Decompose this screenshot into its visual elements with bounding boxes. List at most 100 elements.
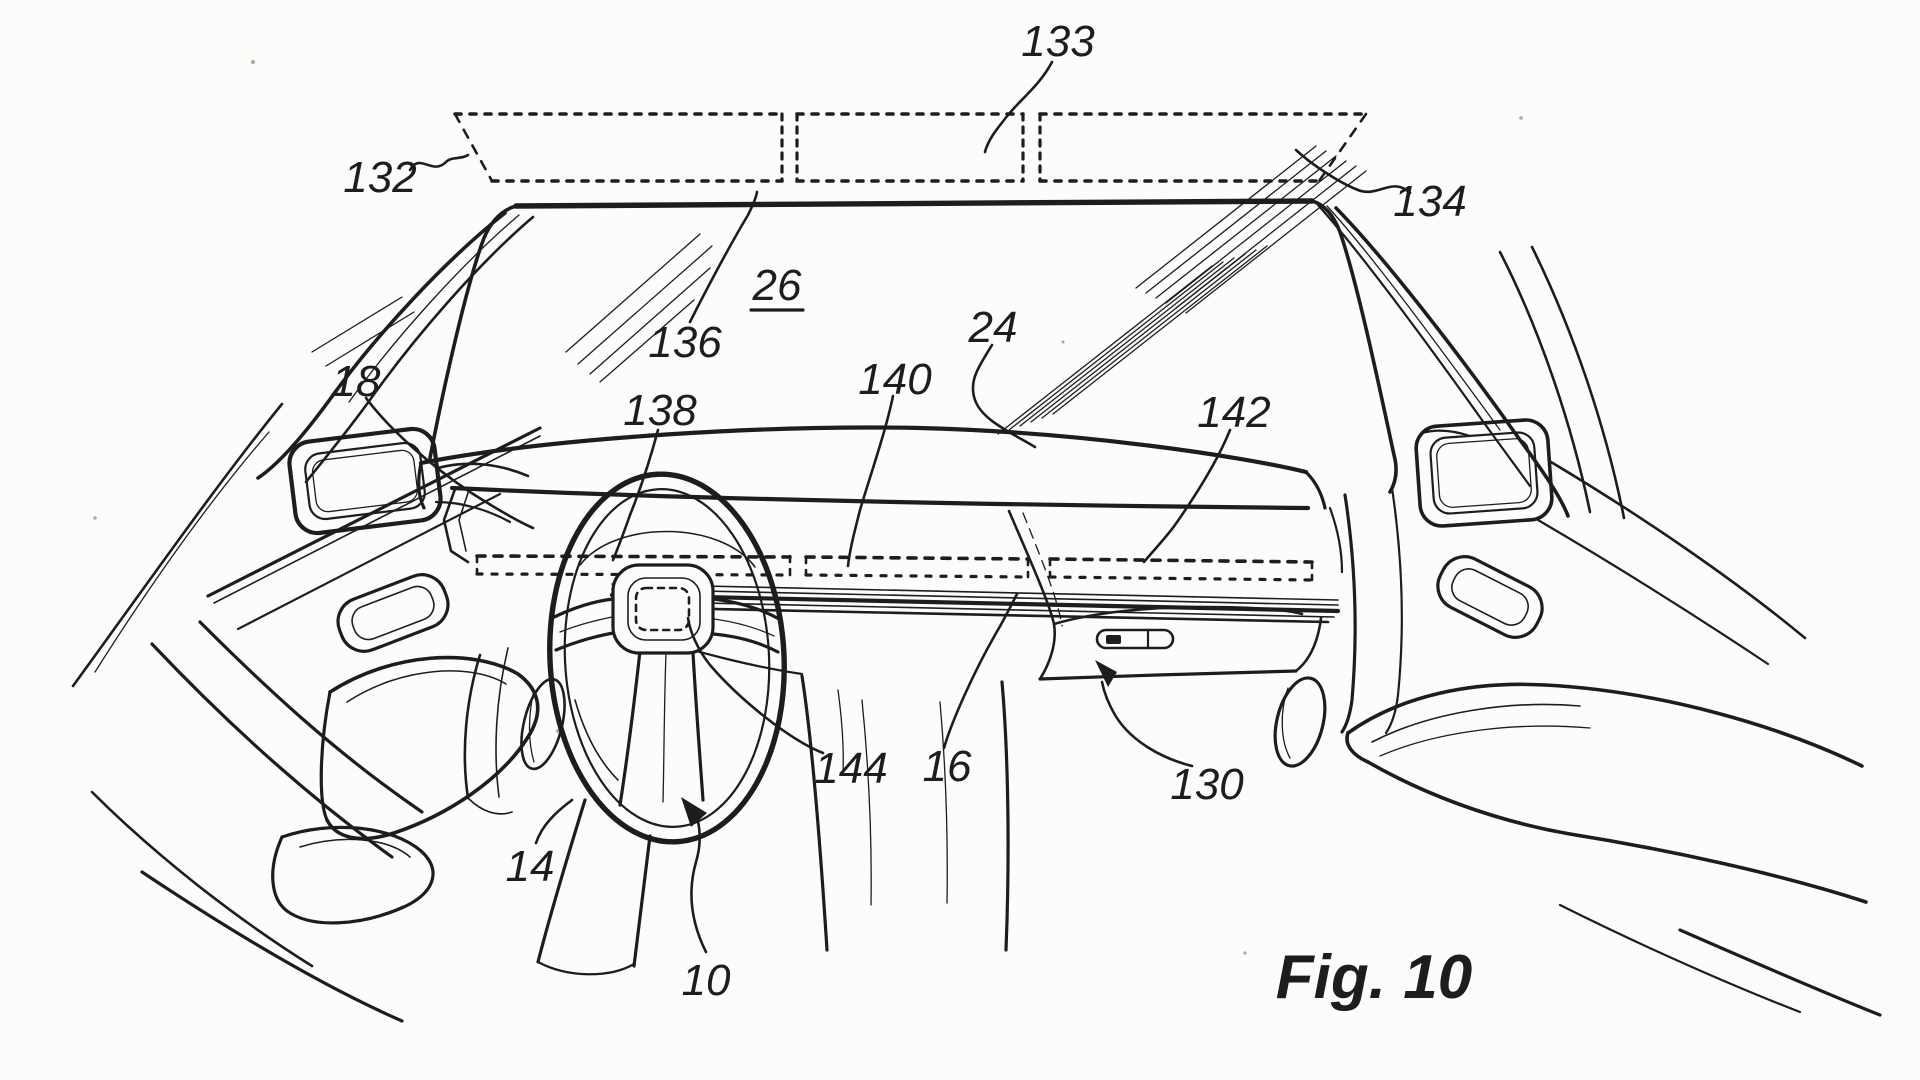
left-door-pull-stroke bbox=[299, 838, 411, 858]
ref-label-138: 138 bbox=[623, 386, 697, 435]
leader-24 bbox=[971, 343, 1037, 449]
paper-specks-stroke bbox=[93, 516, 97, 520]
center-console-stroke bbox=[861, 699, 872, 906]
center-console-stroke bbox=[1000, 680, 1010, 952]
wheel-spokes-stroke bbox=[713, 618, 775, 637]
windshield-reflection-hatching-left-stroke bbox=[565, 233, 701, 353]
windshield-reflection-hatching-left-stroke bbox=[599, 299, 695, 383]
right-door-handle-pocket bbox=[1436, 555, 1544, 639]
leader-arrow-10-stroke bbox=[690, 810, 708, 954]
dashboard-left-end-cap bbox=[442, 487, 470, 564]
right-a-pillar-stroke bbox=[1530, 245, 1626, 520]
windshield-reflection-hatching-left-stroke bbox=[577, 245, 713, 365]
leader-14 bbox=[534, 798, 574, 845]
right-door-armrest bbox=[1345, 682, 1868, 904]
left-door-armrest-stroke bbox=[319, 690, 332, 822]
right-door-pull-oval-stroke bbox=[1281, 687, 1291, 759]
dashboard-display-strip bbox=[475, 554, 1314, 582]
leader-134 bbox=[1294, 148, 1412, 195]
right-door-stroke bbox=[1558, 903, 1802, 1014]
right-door-sill-line bbox=[1549, 460, 1807, 640]
dashboard-stroke bbox=[1304, 470, 1327, 510]
wheel-spokes bbox=[550, 597, 783, 807]
left-door-handle-pocket bbox=[336, 573, 450, 653]
wheel-hub bbox=[611, 563, 715, 655]
left-door-pull-stroke bbox=[271, 835, 435, 925]
windshield-top-edge bbox=[513, 198, 1315, 209]
left-door-armrest-stroke bbox=[346, 670, 507, 703]
glovebox-stroke bbox=[1294, 616, 1323, 673]
windshield-reflection-hatching-right-stroke bbox=[1185, 170, 1367, 314]
left-door-stroke bbox=[94, 431, 270, 673]
right-door-front-edge bbox=[1340, 493, 1357, 734]
ref-label-142: 142 bbox=[1197, 388, 1270, 437]
left-door-stroke bbox=[198, 620, 424, 814]
windshield-reflection-hatching-center-stroke bbox=[997, 265, 1213, 435]
glovebox-stroke bbox=[1022, 512, 1063, 627]
windshield-bottom-edge bbox=[449, 485, 1311, 511]
windshield-reflection-hatching-left bbox=[565, 233, 713, 383]
display-strip-segment-center-stroke bbox=[804, 555, 1030, 561]
left-a-pillar bbox=[256, 211, 535, 484]
display-strip-segment-right-stroke bbox=[1048, 575, 1314, 582]
paper-specks-stroke bbox=[1243, 951, 1247, 955]
right-a-pillar-stroke bbox=[1334, 206, 1570, 518]
leader-arrow-130-stroke bbox=[1095, 660, 1117, 687]
right-door-handle-pocket-stroke bbox=[1451, 568, 1529, 626]
windshield-reflection-hatching-center-stroke bbox=[1041, 249, 1257, 419]
wheel-spokes-stroke bbox=[554, 631, 615, 652]
ref-label-24: 24 bbox=[968, 303, 1018, 352]
right-a-pillar-stroke bbox=[1498, 250, 1592, 514]
windshield-reflection-hatching-right-stroke bbox=[1145, 150, 1327, 294]
right-door-stroke bbox=[1328, 506, 1344, 574]
steering-column-stroke bbox=[536, 798, 587, 964]
right-door-armrest-stroke bbox=[1366, 760, 1868, 904]
windshield-reflection-hatching-right bbox=[1135, 145, 1367, 314]
left-door-window-edge bbox=[71, 402, 284, 688]
ref-label-144: 144 bbox=[814, 744, 887, 793]
wheel-spokes-stroke bbox=[550, 597, 615, 620]
wheel-spokes-stroke bbox=[691, 651, 705, 802]
left-door-handle-pocket-stroke bbox=[351, 585, 435, 641]
leader-lines bbox=[364, 60, 1412, 954]
leader-18 bbox=[364, 396, 535, 530]
left-mirror-glass bbox=[311, 449, 419, 513]
left-door-armrest-stroke bbox=[325, 735, 530, 841]
dashboard-left-end-cap-stroke bbox=[442, 487, 470, 564]
left-a-pillar-stroke bbox=[256, 211, 507, 480]
left-a-pillar-stroke bbox=[304, 215, 535, 484]
ref-label-10: 10 bbox=[682, 956, 731, 1005]
dashboard-stroke bbox=[417, 461, 426, 510]
left-mirror-inner-frame bbox=[304, 441, 426, 521]
windshield-reflection-hatching-center bbox=[997, 245, 1268, 435]
windshield-right-edge bbox=[1310, 199, 1398, 494]
left-door-stroke bbox=[140, 870, 404, 1023]
glovebox-stroke bbox=[1038, 669, 1298, 681]
steering-wheel-stroke bbox=[579, 530, 756, 568]
leader-144 bbox=[686, 616, 825, 755]
center-console-stroke bbox=[939, 701, 948, 904]
left-door-stroke bbox=[150, 642, 394, 859]
windshield-reflection-hatching-right-stroke bbox=[1135, 145, 1317, 289]
leader-16 bbox=[942, 592, 1019, 750]
wheel-spokes-stroke bbox=[711, 632, 780, 654]
steering-wheel-stroke bbox=[574, 699, 619, 781]
leader-138 bbox=[611, 428, 660, 562]
right-door-armrest-stroke bbox=[1371, 703, 1581, 743]
right-door-armrest-stroke bbox=[1379, 725, 1591, 757]
windshield-reflection-hatching-center-stroke bbox=[1019, 257, 1235, 427]
glovebox-handle-stroke bbox=[1095, 628, 1175, 650]
left-door-pull-stroke bbox=[280, 825, 423, 853]
driver-knee-panel-stroke bbox=[467, 797, 513, 815]
wheel-spokes-stroke bbox=[711, 597, 783, 622]
ref-label-130: 130 bbox=[1170, 760, 1244, 809]
overhead-module-center bbox=[795, 112, 1025, 183]
glovebox-handle-stroke bbox=[1106, 635, 1121, 644]
overhead-module-left bbox=[453, 112, 784, 183]
right-a-pillar-stroke bbox=[1316, 203, 1532, 488]
turn-signal-stalk-stroke bbox=[520, 677, 566, 771]
leader-arrow-10 bbox=[681, 797, 708, 954]
windshield-reflection-hatching-right-stroke bbox=[1165, 160, 1347, 304]
display-strip-segment-left-stroke bbox=[475, 554, 792, 559]
